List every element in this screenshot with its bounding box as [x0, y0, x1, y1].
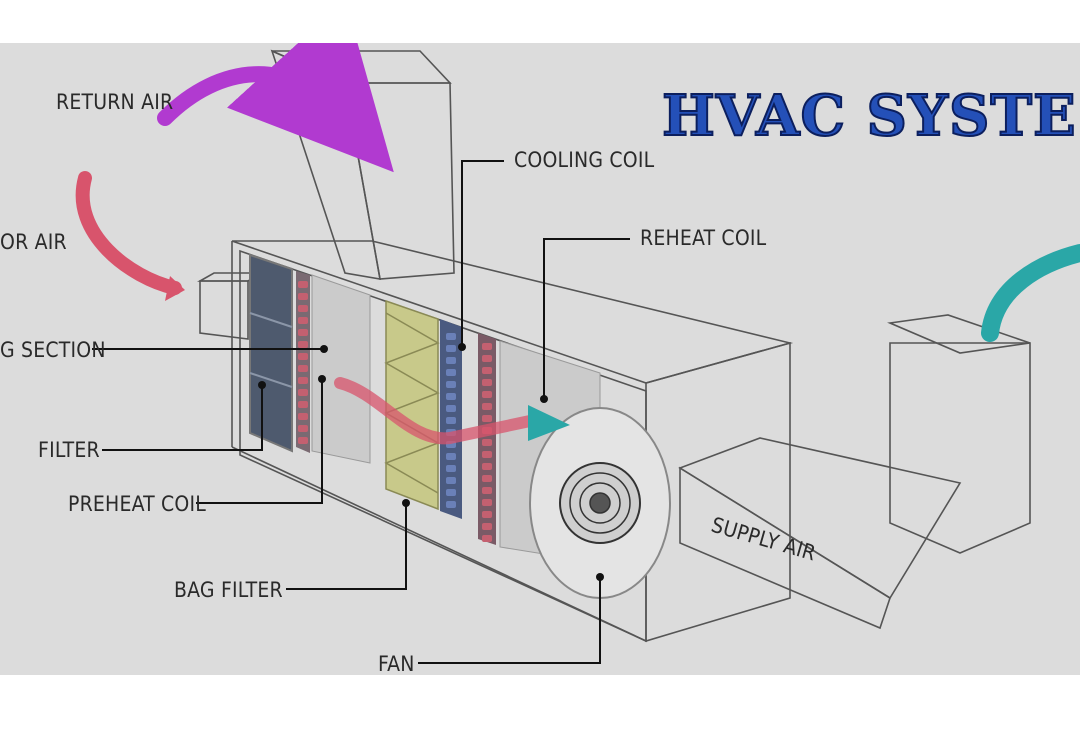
coil-fin [446, 393, 456, 400]
label-return-air: RETURN AIR [56, 90, 173, 114]
label-fan: FAN [378, 652, 415, 675]
label-bag-filter: BAG FILTER [174, 578, 283, 602]
cooling-coil [440, 319, 462, 519]
coil-fin [482, 463, 492, 470]
coil-fin [298, 365, 308, 372]
coil-fin [482, 391, 492, 398]
coil-fin [298, 413, 308, 420]
coil-fin [482, 475, 492, 482]
coil-fin [482, 403, 492, 410]
fan [529, 407, 671, 599]
coil-fin [298, 317, 308, 324]
preheat-coil [296, 271, 371, 464]
coil-fin [446, 345, 456, 352]
coil-fin [446, 369, 456, 376]
coil-fin [446, 357, 456, 364]
filter-panel [249, 253, 293, 453]
coil-fin [446, 417, 456, 424]
label-outdoor-air: OR AIR [0, 230, 67, 254]
label-cooling-coil: COOLING COIL [514, 148, 655, 172]
coil-fin [482, 439, 492, 446]
label-preheat-coil: PREHEAT COIL [68, 492, 206, 516]
coil-fin [446, 465, 456, 472]
coil-fin [482, 367, 492, 374]
coil-fin [298, 401, 308, 408]
supply-air-duct [678, 314, 1031, 630]
coil-fin [482, 451, 492, 458]
coil-fin [446, 333, 456, 340]
coil-fin [298, 293, 308, 300]
coil-fin [482, 523, 492, 530]
outdoor-air-arrowhead [165, 276, 185, 301]
label-mixing-section: G SECTION [0, 338, 106, 362]
coil-fin [298, 353, 308, 360]
hvac-svg: HVAC SYSTE [0, 43, 1080, 675]
coil-fin [298, 341, 308, 348]
coil-fin [482, 487, 492, 494]
coil-fin [482, 511, 492, 518]
coil-fin [482, 415, 492, 422]
coil-fin [298, 425, 308, 432]
leader-lines [92, 160, 630, 664]
internal-airflow-arrowhead [528, 405, 570, 441]
coil-fin [482, 343, 492, 350]
coil-fin [298, 437, 308, 444]
coil-fin [298, 377, 308, 384]
coil-fin [482, 355, 492, 362]
label-filter: FILTER [38, 438, 100, 462]
coil-fin [482, 499, 492, 506]
hvac-diagram: HVAC SYSTE [0, 43, 1080, 675]
label-reheat-coil: REHEAT COIL [640, 226, 767, 250]
coil-fin [482, 535, 492, 542]
coil-fin [446, 501, 456, 508]
return-air-arrow [157, 43, 394, 173]
internal-airflow-arrow [334, 377, 536, 445]
coil-fin [446, 405, 456, 412]
coil-fin [298, 305, 308, 312]
coil-fin [298, 329, 308, 336]
coil-fin [446, 489, 456, 496]
coil-fin [482, 379, 492, 386]
bag-filter [384, 299, 440, 511]
coil-fin [298, 281, 308, 288]
diagram-title: HVAC SYSTE [662, 83, 1077, 149]
coil-fin [446, 453, 456, 460]
outdoor-air-arrow [75, 171, 182, 295]
coil-fin [446, 381, 456, 388]
coil-fin [446, 477, 456, 484]
exhaust-arrow [981, 244, 1080, 342]
coil-fin [298, 389, 308, 396]
